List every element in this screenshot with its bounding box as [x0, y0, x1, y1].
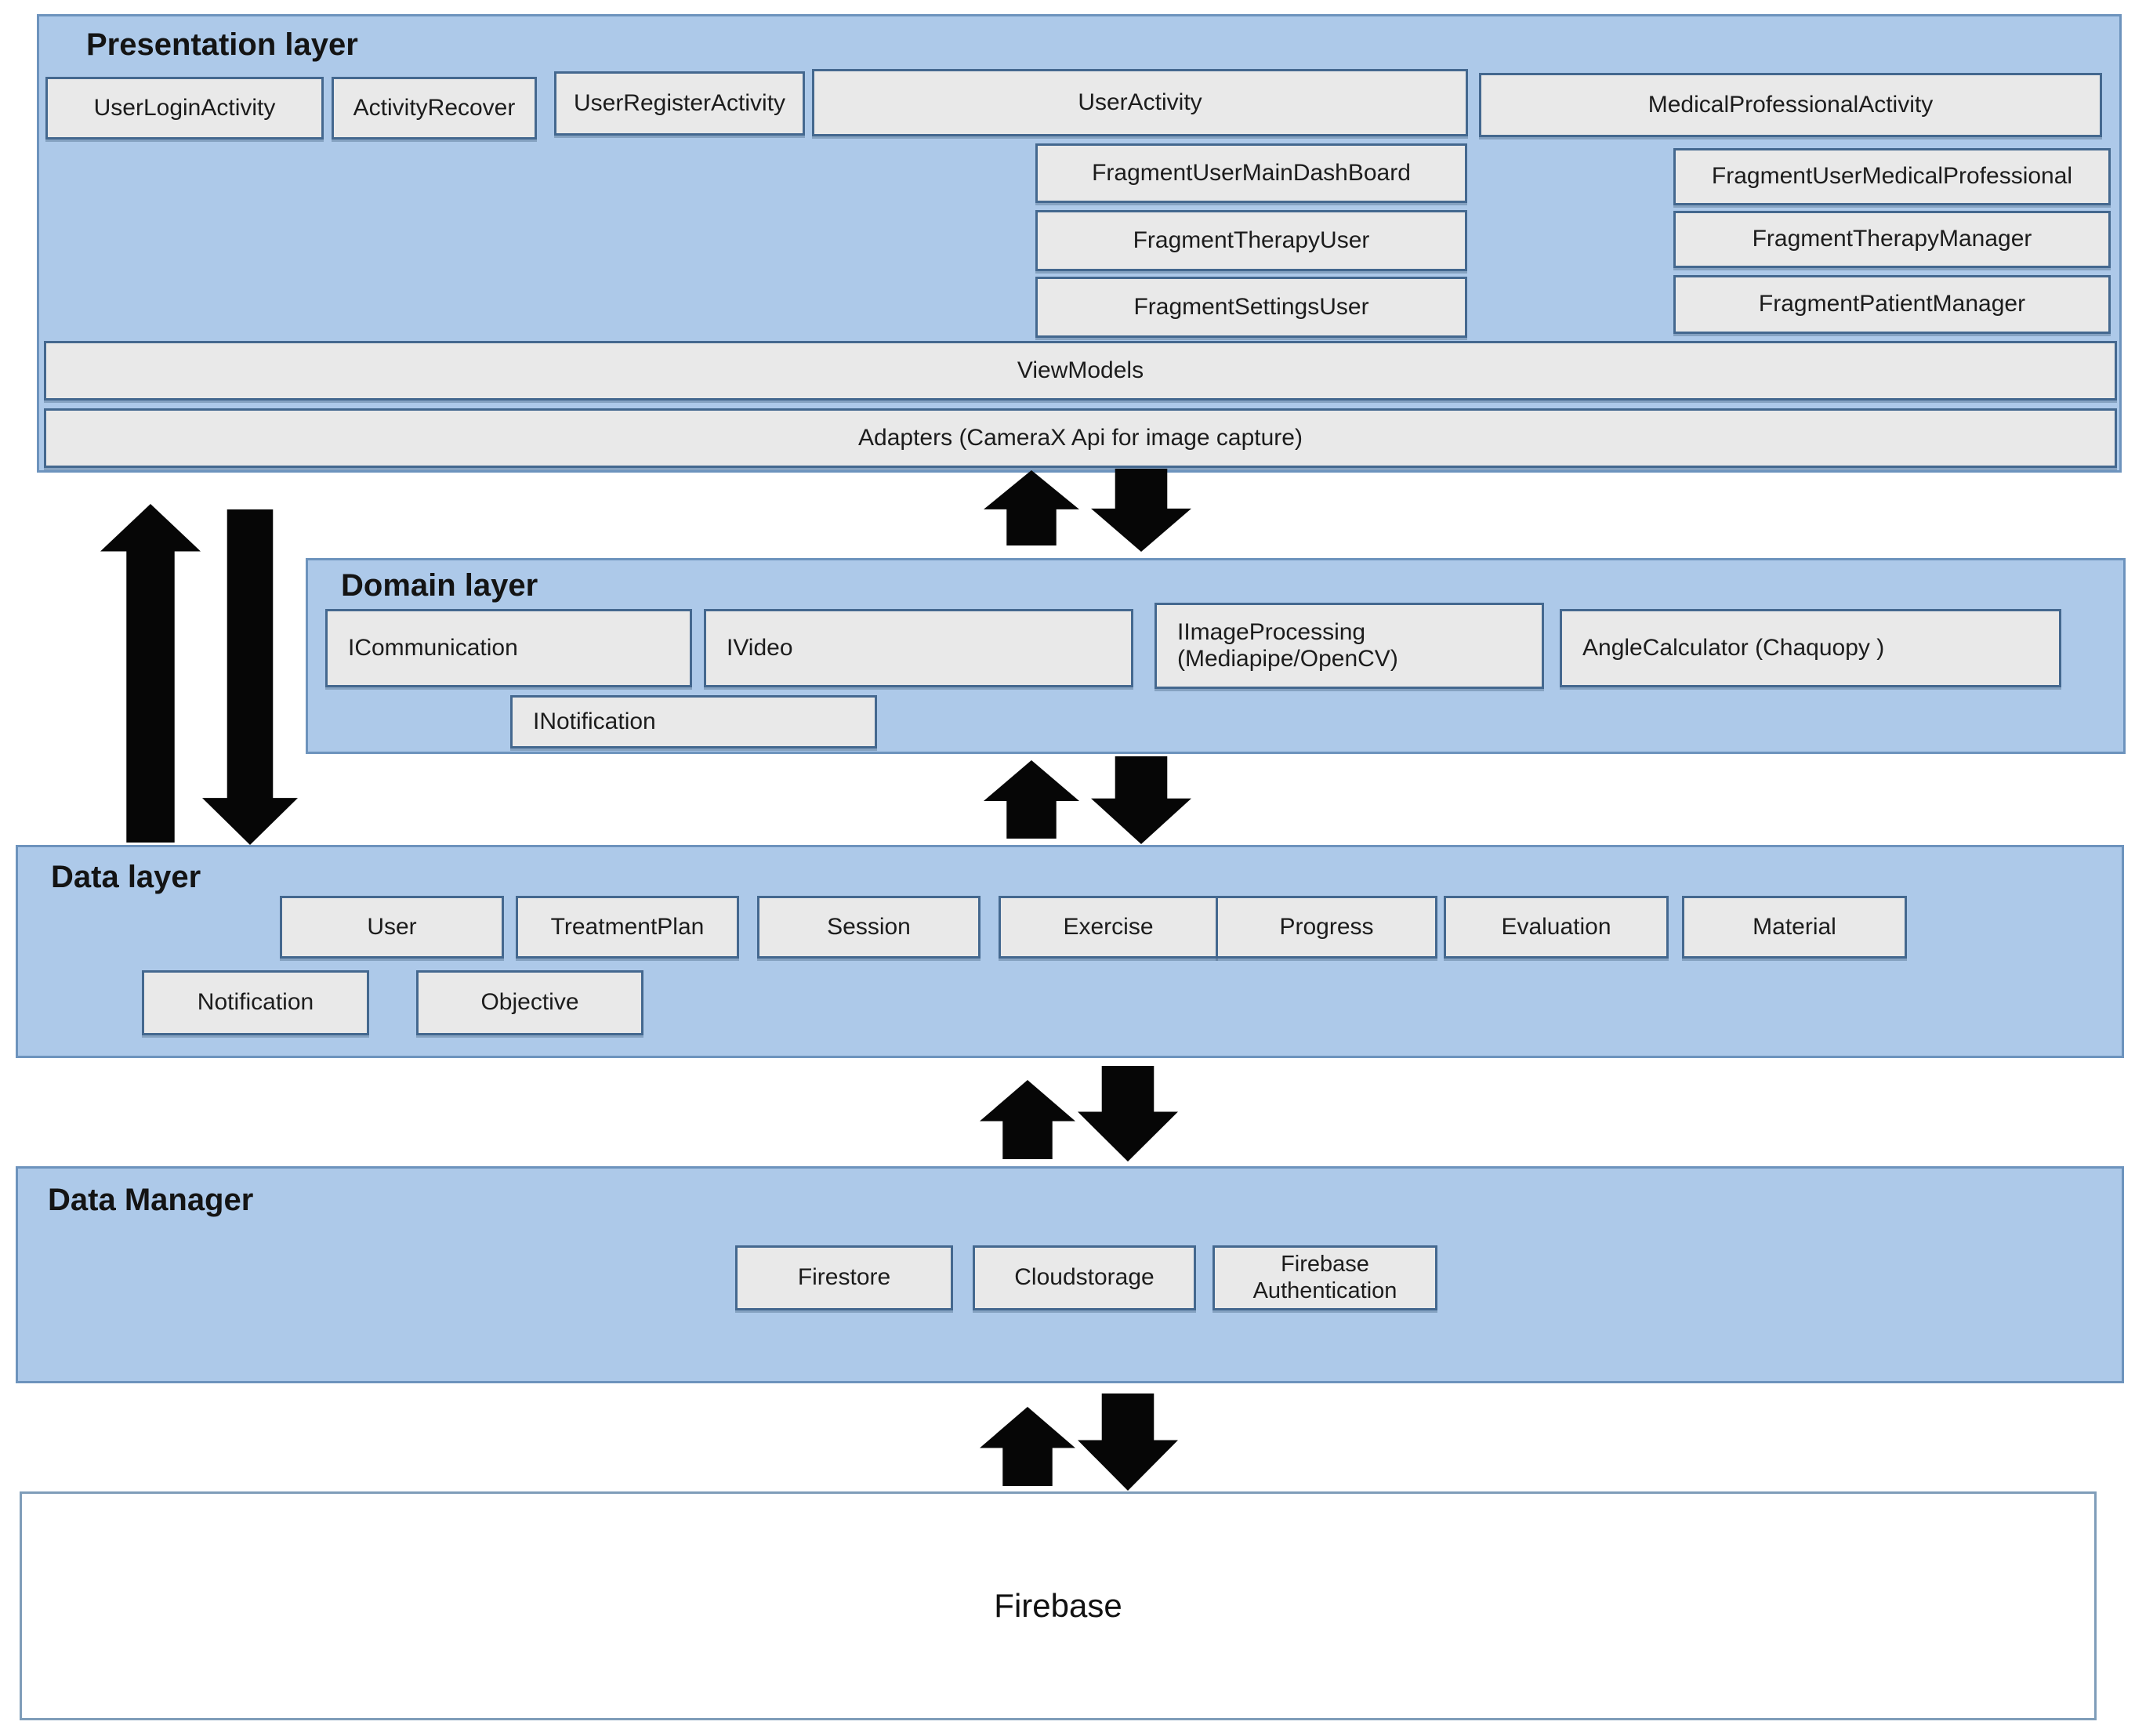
presentation-layer-title: Presentation layer — [86, 27, 358, 62]
box-fragment-therapy-manager: FragmentTherapyManager — [1673, 211, 2111, 268]
box-icommunication: ICommunication — [325, 609, 692, 687]
data-layer: Data layer User TreatmentPlan Session Ex… — [16, 845, 2124, 1058]
down-arrow-datamanager-firebase — [1078, 1394, 1178, 1491]
data-manager-layer: Data Manager Firestore Cloudstorage Fire… — [16, 1166, 2124, 1383]
up-arrow-presentation-domain — [984, 470, 1079, 545]
box-anglecalculator: AngleCalculator (Chaquopy ) — [1560, 609, 2061, 687]
box-fragment-user-main-dashboard: FragmentUserMainDashBoard — [1035, 143, 1467, 203]
up-arrow-datamanager-firebase — [980, 1407, 1075, 1486]
data-layer-title: Data layer — [51, 860, 201, 894]
box-activity-recover: ActivityRecover — [332, 77, 537, 140]
down-arrow-domain-data — [1091, 756, 1191, 844]
box-fragment-user-medical-professional: FragmentUserMedicalProfessional — [1673, 148, 2111, 205]
box-progress-entity: Progress — [1216, 896, 1437, 959]
down-arrow-presentation-domain — [1091, 469, 1191, 552]
box-user-activity: UserActivity — [812, 69, 1468, 136]
box-evaluation-entity: Evaluation — [1444, 896, 1669, 959]
up-arrow-data-datamanager — [980, 1080, 1075, 1159]
box-cloudstorage: Cloudstorage — [973, 1245, 1196, 1310]
box-material-entity: Material — [1682, 896, 1907, 959]
box-user-login-activity: UserLoginActivity — [45, 77, 324, 140]
box-ivideo: IVideo — [704, 609, 1133, 687]
box-medical-professional-activity: MedicalProfessionalActivity — [1479, 73, 2102, 137]
box-notification-entity: Notification — [142, 970, 369, 1035]
presentation-layer: Presentation layer UserLoginActivity Act… — [37, 14, 2122, 473]
box-exercise-entity: Exercise — [999, 896, 1218, 959]
box-treatment-plan-entity: TreatmentPlan — [516, 896, 739, 959]
box-adapters: Adapters (CameraX Api for image capture) — [44, 408, 2117, 468]
box-firestore: Firestore — [735, 1245, 953, 1310]
down-arrow-data-datamanager — [1078, 1066, 1178, 1162]
box-viewmodels: ViewModels — [44, 341, 2117, 400]
box-user-entity: User — [280, 896, 504, 959]
box-fragment-patient-manager: FragmentPatientManager — [1673, 275, 2111, 334]
box-inotification: INotification — [510, 695, 877, 748]
data-manager-title: Data Manager — [48, 1183, 254, 1217]
domain-layer: Domain layer ICommunication IVideo IImag… — [306, 558, 2126, 754]
domain-layer-title: Domain layer — [341, 568, 538, 603]
box-fragment-therapy-user: FragmentTherapyUser — [1035, 210, 1467, 271]
up-arrow-presentation-data — [100, 504, 201, 843]
box-fragment-settings-user: FragmentSettingsUser — [1035, 277, 1467, 338]
firebase-label: Firebase — [994, 1587, 1122, 1624]
down-arrow-presentation-data — [202, 509, 298, 845]
box-firebase-authentication: Firebase Authentication — [1212, 1245, 1437, 1310]
box-objective-entity: Objective — [416, 970, 643, 1035]
up-arrow-domain-data — [984, 760, 1079, 839]
box-user-register-activity: UserRegisterActivity — [554, 71, 805, 136]
box-session-entity: Session — [757, 896, 981, 959]
box-iimageprocessing: IImageProcessing (Mediapipe/OpenCV) — [1154, 603, 1544, 689]
firebase-box: Firebase — [20, 1491, 2097, 1720]
